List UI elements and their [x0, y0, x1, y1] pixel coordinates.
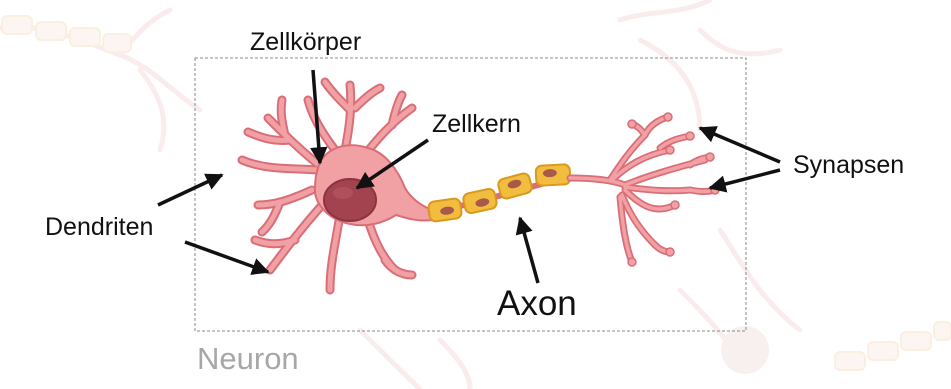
label-synapses: Synapsen — [793, 153, 904, 178]
arrow-dendriten-upper — [158, 175, 222, 205]
axon-terminals — [570, 113, 719, 266]
arrow-axon — [520, 218, 538, 283]
label-nucleus: Zellkern — [432, 112, 521, 137]
nucleus — [324, 179, 376, 221]
diagram-title: Neuron — [197, 343, 299, 374]
label-dendrites: Dendriten — [45, 215, 153, 240]
arrow-synapsen-lower — [710, 170, 780, 188]
arrow-dendriten-lower — [185, 242, 268, 272]
label-axon: Axon — [497, 286, 577, 321]
label-cell-body: Zellkörper — [250, 30, 361, 55]
arrows — [158, 70, 780, 283]
